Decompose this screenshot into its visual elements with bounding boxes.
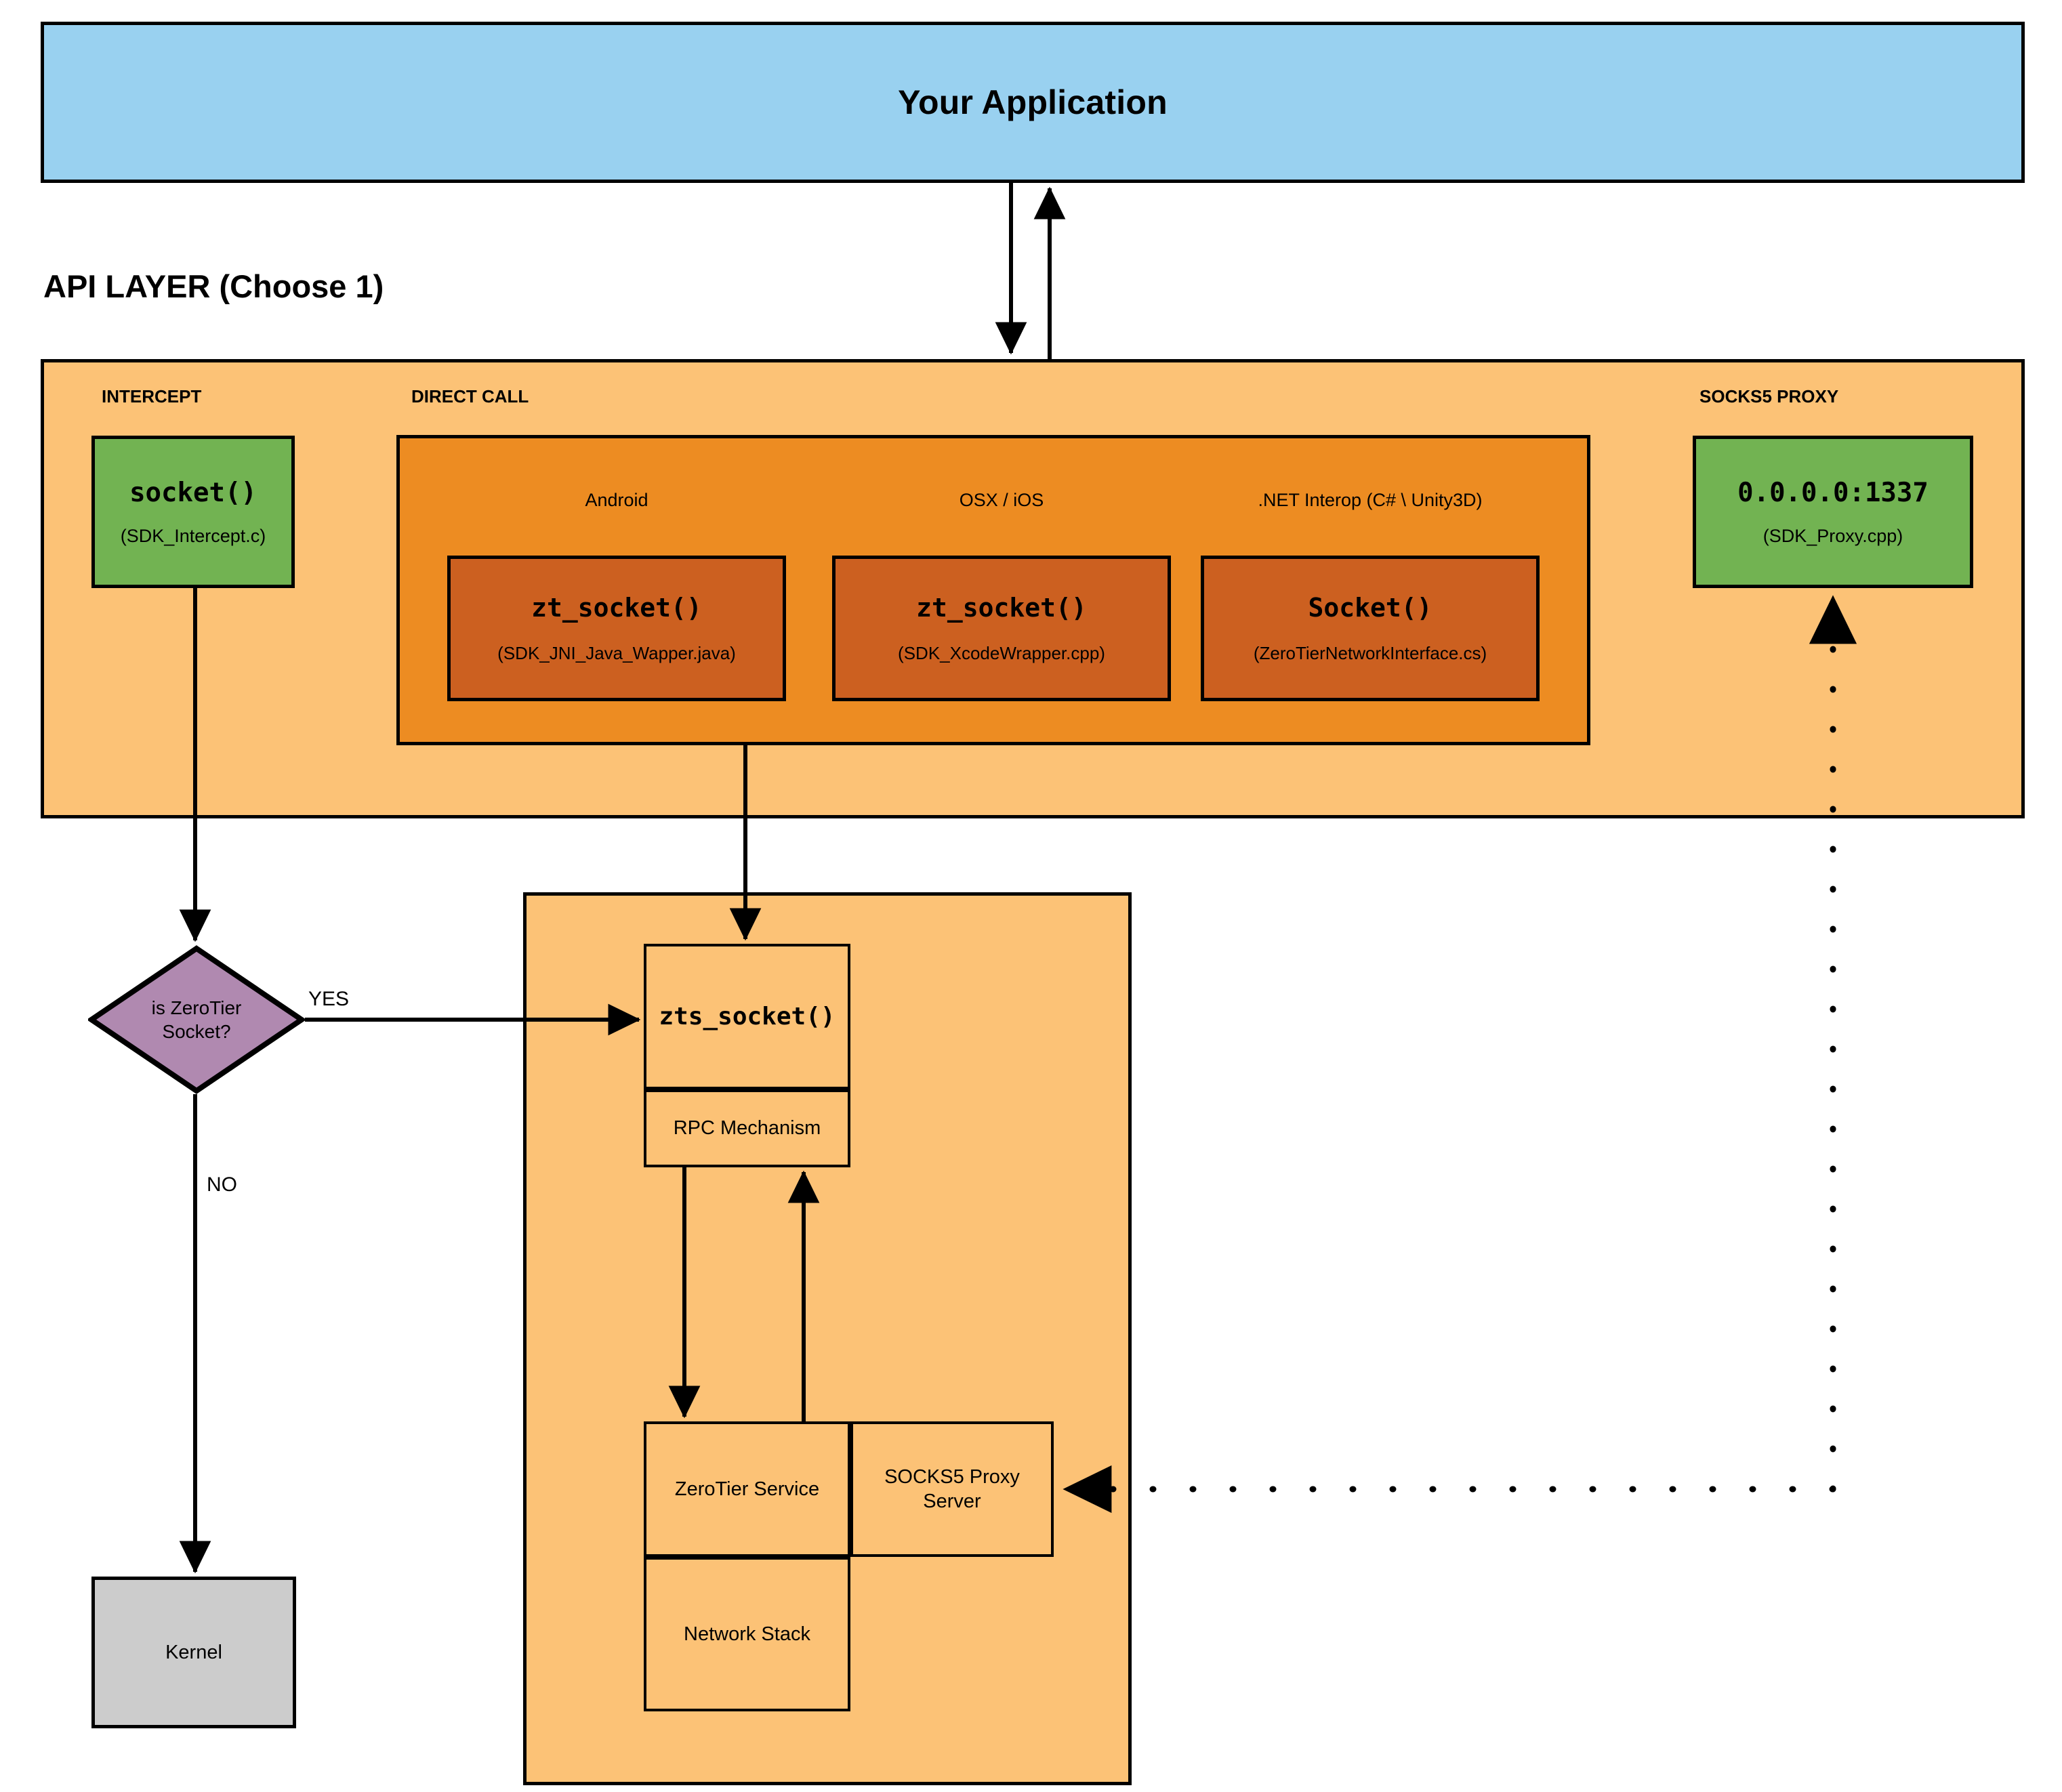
rpc-mechanism-box[interactable]: RPC Mechanism xyxy=(644,1089,850,1167)
zts-socket-label: zts_socket() xyxy=(659,1003,836,1030)
socks5-proxy-endpoint-file: (SDK_Proxy.cpp) xyxy=(1762,525,1903,546)
group-label-intercept: INTERCEPT xyxy=(102,386,202,407)
your-application-box: Your Application xyxy=(41,22,2025,183)
wrapper-file-osx-ios: (SDK_XcodeWrapper.cpp) xyxy=(898,643,1105,663)
wrapper-file-android: (SDK_JNI_Java_Wapper.java) xyxy=(497,643,736,663)
api-layer-section-title: API LAYER (Choose 1) xyxy=(43,268,384,304)
wrapper-title-dotnet: Socket() xyxy=(1308,593,1432,623)
socks5-proxy-server-label: SOCKS5 Proxy Server xyxy=(884,1465,1020,1514)
zts-socket-box[interactable]: zts_socket() xyxy=(644,944,850,1089)
socks5-proxy-server-box[interactable]: SOCKS5 Proxy Server xyxy=(850,1421,1054,1557)
socks5-proxy-server-line2: Server xyxy=(923,1491,981,1512)
intercept-socket-box[interactable]: socket() (SDK_Intercept.c) xyxy=(91,436,295,588)
platform-label-osx-ios: OSX / iOS xyxy=(959,490,1044,510)
intercept-socket-file: (SDK_Intercept.c) xyxy=(120,525,266,546)
platform-label-android: Android xyxy=(585,490,648,510)
kernel-label: Kernel xyxy=(165,1641,222,1663)
rpc-mechanism-label: RPC Mechanism xyxy=(673,1117,821,1140)
wrapper-title-android: zt_socket() xyxy=(531,593,702,623)
platform-label-dotnet-interop: .NET Interop (C# \ Unity3D) xyxy=(1258,490,1483,510)
intercept-socket-title: socket() xyxy=(129,477,257,508)
network-stack-label: Network Stack xyxy=(684,1623,810,1645)
wrapper-file-dotnet: (ZeroTierNetworkInterface.cs) xyxy=(1253,643,1487,663)
zerotier-service-label: ZeroTier Service xyxy=(674,1478,820,1500)
socks5-proxy-endpoint-title: 0.0.0.0:1337 xyxy=(1737,477,1929,508)
diamond-shape xyxy=(88,945,305,1094)
is-zerotier-socket-decision[interactable]: is ZeroTier Socket? xyxy=(88,945,305,1094)
wrapper-box-android[interactable]: zt_socket() (SDK_JNI_Java_Wapper.java) xyxy=(447,556,786,701)
socks5-proxy-endpoint-box[interactable]: 0.0.0.0:1337 (SDK_Proxy.cpp) xyxy=(1693,436,1973,588)
network-stack-box[interactable]: Network Stack xyxy=(644,1557,850,1711)
zerotier-service-box[interactable]: ZeroTier Service xyxy=(644,1421,850,1557)
kernel-box: Kernel xyxy=(91,1577,296,1728)
edge-label-no: NO xyxy=(207,1173,237,1196)
wrapper-box-osx-ios[interactable]: zt_socket() (SDK_XcodeWrapper.cpp) xyxy=(832,556,1171,701)
wrapper-title-osx-ios: zt_socket() xyxy=(916,593,1087,623)
group-label-direct-call: DIRECT CALL xyxy=(411,386,529,407)
group-label-socks5-proxy: SOCKS5 PROXY xyxy=(1699,386,1839,407)
socks5-proxy-server-line1: SOCKS5 Proxy xyxy=(884,1465,1020,1488)
edge-label-yes: YES xyxy=(308,988,350,1010)
wrapper-box-dotnet[interactable]: Socket() (ZeroTierNetworkInterface.cs) xyxy=(1201,556,1540,701)
your-application-title: Your Application xyxy=(898,83,1168,121)
